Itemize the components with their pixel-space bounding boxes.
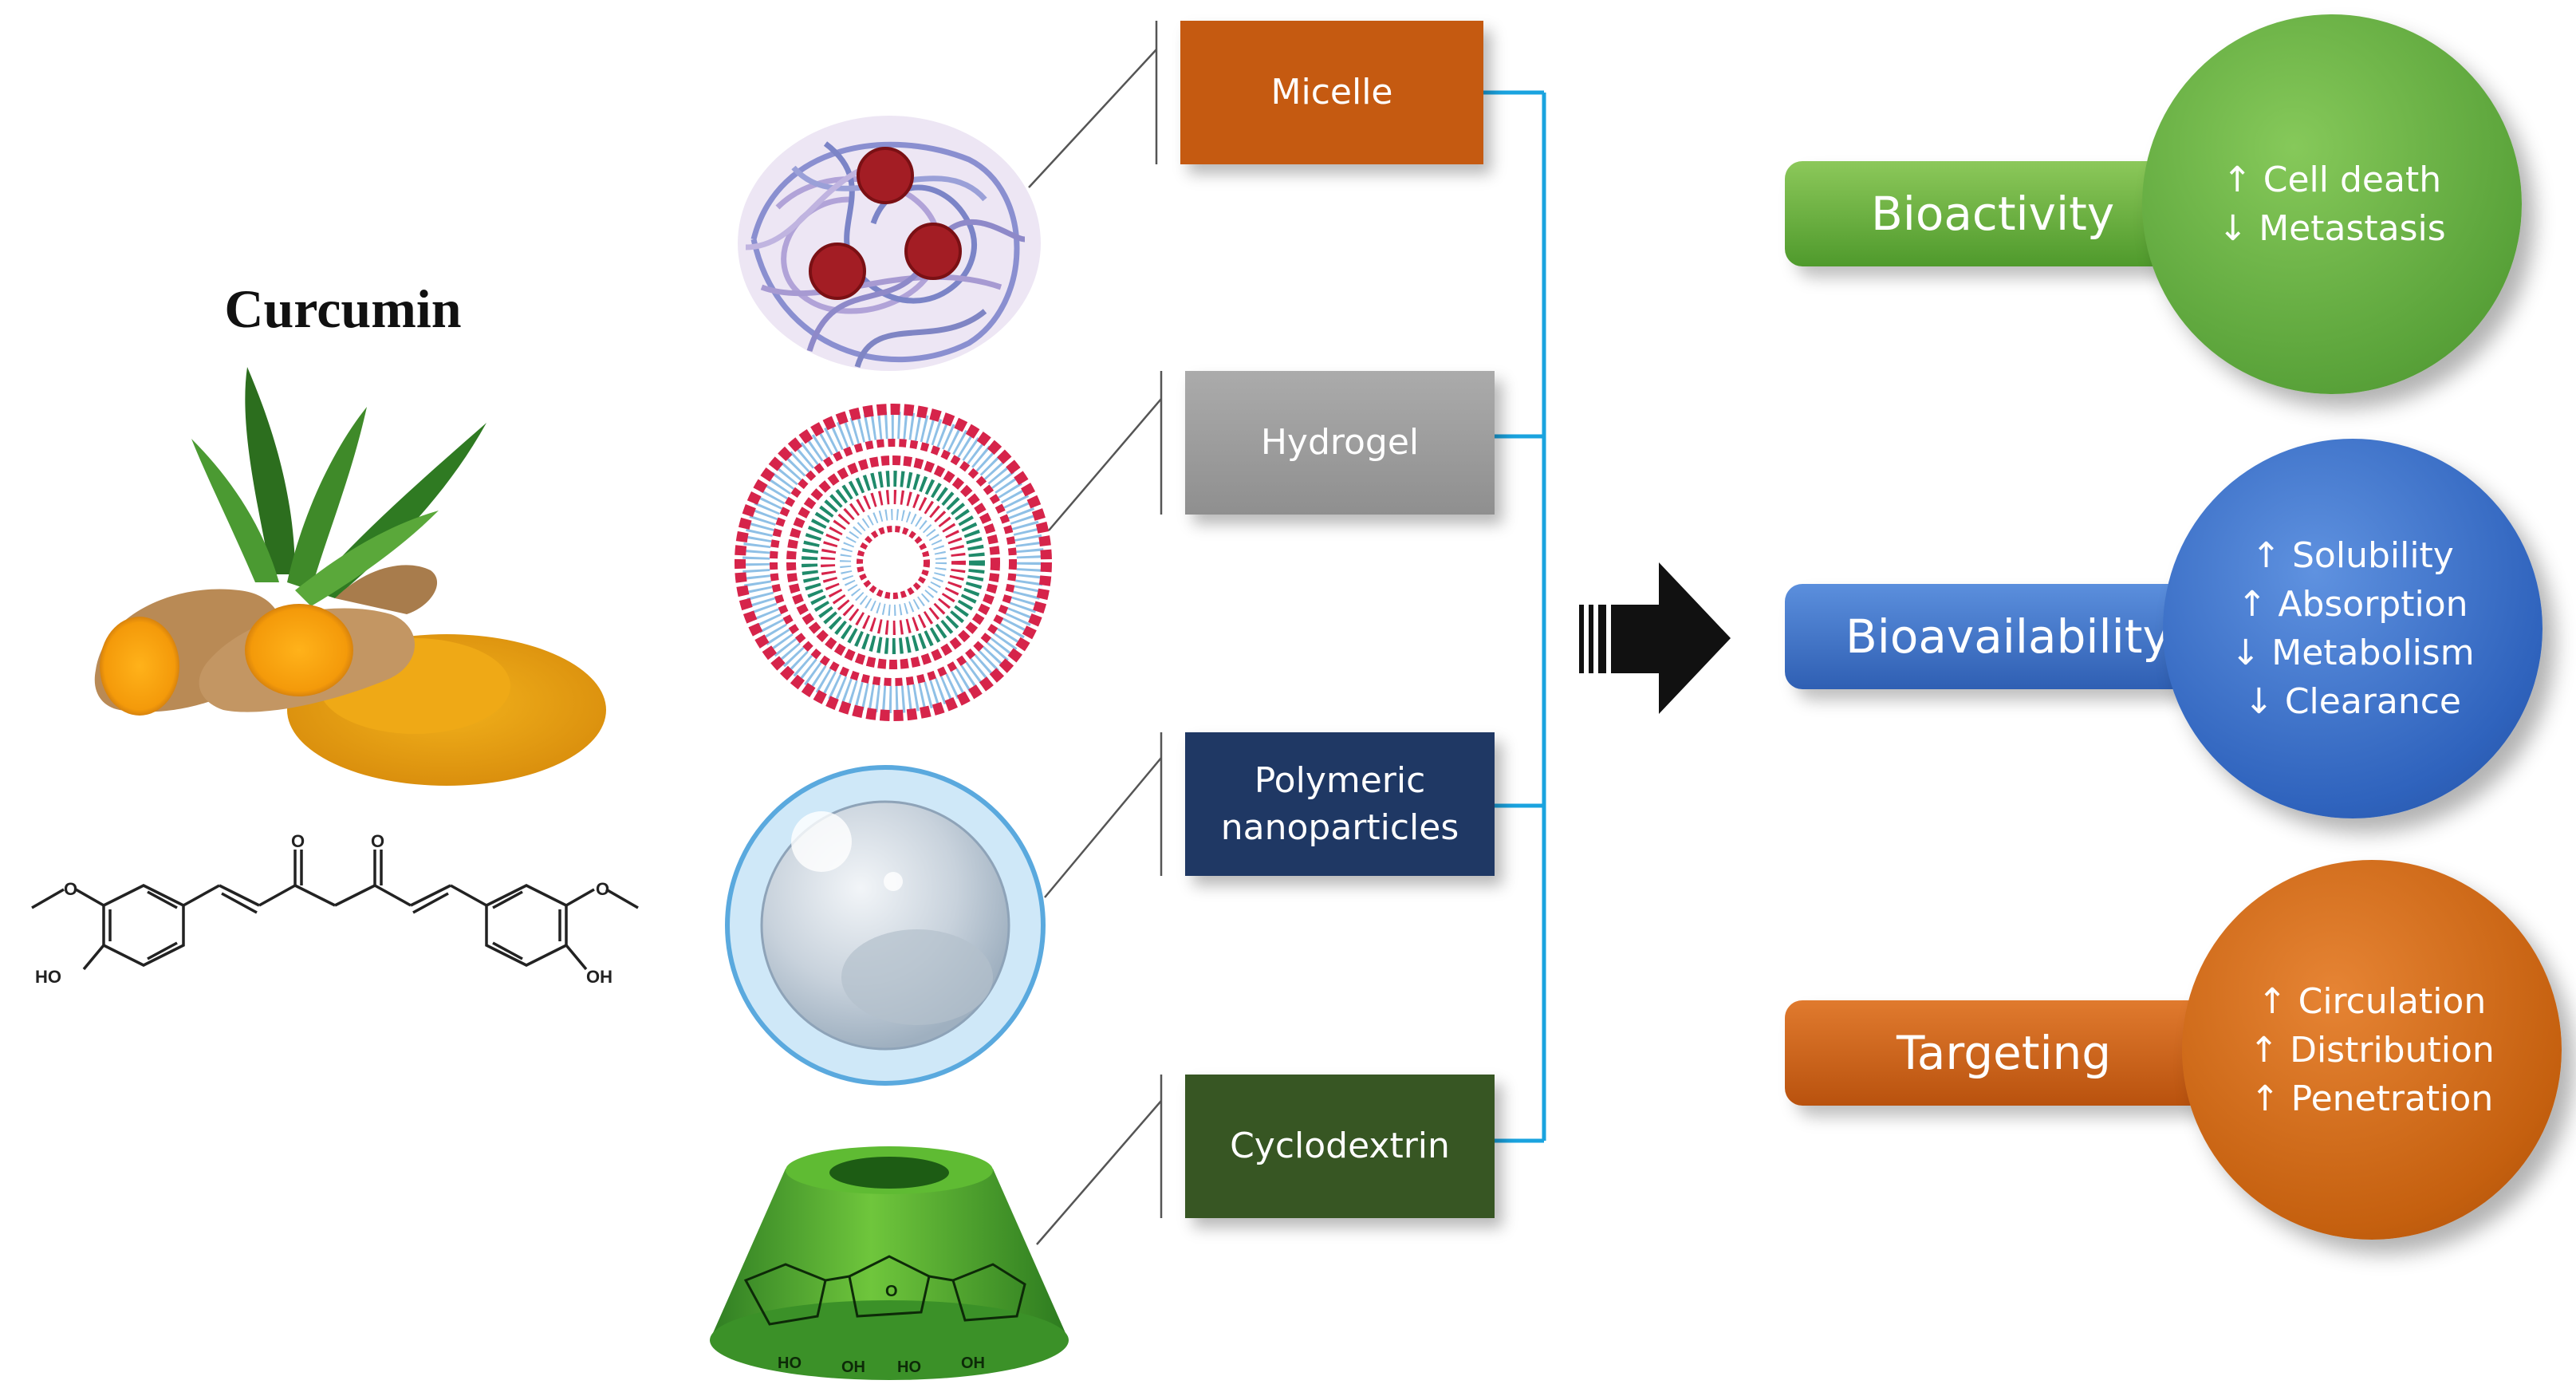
polymeric-nanoparticles-label-box: Polymeric nanoparticles [1185, 732, 1495, 876]
structure-o1-label: O [291, 831, 305, 851]
cd-o-label: O [885, 1283, 898, 1300]
targeting-label: Targeting [1897, 1026, 2112, 1080]
effect-cell-death: ↑ Cell death [2222, 160, 2442, 200]
polymeric-label-line1: Polymeric [1254, 759, 1426, 801]
effect-metabolism: ↓ Metabolism [2231, 633, 2475, 673]
effect-solubility: ↑ Solubility [2251, 535, 2454, 576]
cyclodextrin-illustration: HO OH HO OH O [710, 1146, 1069, 1380]
cyclodextrin-label: Cyclodextrin [1230, 1126, 1450, 1167]
cd-oh-label-2: OH [961, 1355, 985, 1372]
curcumin-structure: O HO O O O OH [31, 831, 639, 987]
polymeric-label-line2: nanoparticles [1220, 807, 1459, 848]
structure-oh-label: OH [586, 967, 612, 987]
bioactivity-label: Bioactivity [1871, 187, 2115, 241]
micelle-label: Micelle [1270, 72, 1393, 113]
turmeric-illustration [94, 367, 606, 786]
structure-ho-label: HO [35, 967, 61, 987]
right-arrow-icon [1579, 562, 1731, 714]
methoxy-o-right: O [596, 879, 609, 899]
micelle-illustration [738, 116, 1041, 371]
structure-o2-label: O [371, 831, 384, 851]
effect-clearance: ↓ Clearance [2243, 681, 2462, 722]
hydrogel-illustration [735, 404, 1052, 721]
bioactivity-bar: Bioactivity [1785, 161, 2200, 266]
polymeric-nanoparticle-illustration [725, 765, 1046, 1086]
bioavailability-bar: Bioavailability [1785, 584, 2216, 689]
targeting-bar: Targeting [1785, 1000, 2231, 1106]
cd-oh-label-1: OH [841, 1359, 865, 1376]
methoxy-o-left: O [64, 879, 77, 899]
effect-metastasis: ↓ Metastasis [2218, 208, 2446, 249]
hydrogel-label-box: Hydrogel [1185, 371, 1495, 515]
effect-absorption: ↑ Absorption [2237, 584, 2468, 625]
effect-penetration: ↑ Penetration [2250, 1078, 2494, 1119]
cd-ho-label-1: HO [778, 1355, 802, 1372]
hydrogel-label: Hydrogel [1260, 422, 1420, 463]
targeting-effects-circle: ↑ Circulation ↑ Distribution ↑ Penetrati… [2182, 860, 2562, 1240]
cyclodextrin-label-box: Cyclodextrin [1185, 1075, 1495, 1218]
compound-title: Curcumin [224, 278, 462, 339]
bioavailability-label: Bioavailability [1845, 609, 2170, 664]
cd-ho-label-2: HO [897, 1359, 921, 1376]
bioactivity-effects-circle: ↑ Cell death ↓ Metastasis [2142, 14, 2522, 394]
bioavailability-effects-circle: ↑ Solubility ↑ Absorption ↓ Metabolism ↓… [2163, 439, 2543, 818]
micelle-label-box: Micelle [1180, 21, 1483, 164]
effect-circulation: ↑ Circulation [2257, 980, 2487, 1022]
effect-distribution: ↑ Distribution [2249, 1029, 2495, 1071]
